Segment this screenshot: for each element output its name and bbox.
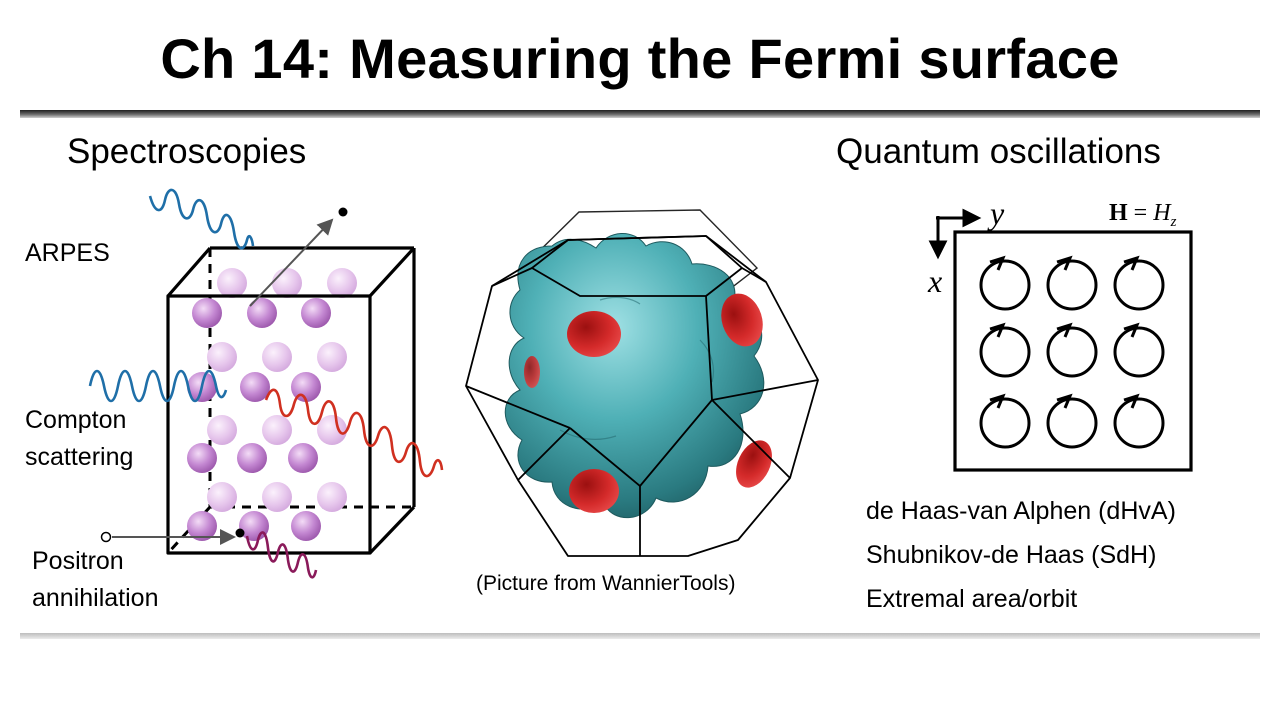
orbit (1046, 393, 1098, 449)
arpes-electron-arrow (249, 218, 334, 307)
arpes-electron (338, 207, 348, 217)
positron-target (235, 528, 245, 538)
spectroscopies-heading: Spectroscopies (67, 132, 307, 171)
orbit (979, 393, 1031, 449)
orbit (979, 322, 1031, 378)
orbit (979, 255, 1031, 311)
orbit (1113, 322, 1165, 378)
orbit (1113, 255, 1165, 311)
compton-label-line1: Compton (25, 406, 127, 434)
compton-incoming-wave (88, 369, 228, 403)
sample-frame (953, 230, 1193, 472)
field-variable: H (1153, 200, 1171, 226)
positron-label-line2: annihilation (32, 584, 159, 612)
method-dhva: de Haas-van Alphen (dHvA) (866, 497, 1176, 525)
arpes-label: ARPES (25, 239, 110, 267)
fermi-pocket-4 (569, 469, 619, 513)
field-equals: = (1127, 200, 1154, 226)
quantum-oscillations-heading: Quantum oscillations (836, 132, 1161, 171)
compton-label-line2: scattering (25, 443, 134, 471)
orbit (1046, 255, 1098, 311)
orbits-diagram (928, 208, 1193, 472)
positron-source (100, 531, 112, 543)
axis-x-label: x (928, 263, 943, 299)
fermi-pocket-1 (567, 311, 621, 357)
figure-caption: (Picture from WannierTools) (476, 572, 736, 595)
axes-icon (928, 208, 982, 260)
field-label: H = Hz (1109, 198, 1176, 237)
crystal-atoms-front (187, 298, 331, 541)
positron-gamma-wave (245, 531, 318, 579)
field-symbol: H (1109, 200, 1128, 226)
cyclotron-orbits (979, 255, 1165, 449)
positron-label-line1: Positron (32, 547, 124, 575)
fermi-surface-figure (465, 209, 819, 557)
fermi-pocket-2 (721, 293, 763, 347)
axis-y-label: y (990, 195, 1005, 231)
method-extremal: Extremal area/orbit (866, 585, 1078, 613)
arpes-photon-wave (148, 188, 255, 250)
compton-outgoing-wave (264, 388, 444, 478)
orbit (1113, 393, 1165, 449)
crystal-diagram (88, 188, 444, 579)
method-sdh: Shubnikov-de Haas (SdH) (866, 541, 1157, 569)
fermi-surface (504, 233, 765, 519)
title-divider (20, 110, 1260, 118)
fermi-pocket-5 (524, 356, 540, 388)
bz-front-edges (465, 235, 819, 557)
field-subscript: z (1170, 213, 1177, 230)
orbit (1046, 322, 1098, 378)
crystal-atoms-back (207, 268, 357, 512)
slide-title: Ch 14: Measuring the Fermi surface (160, 27, 1120, 90)
footer-divider (20, 633, 1260, 639)
